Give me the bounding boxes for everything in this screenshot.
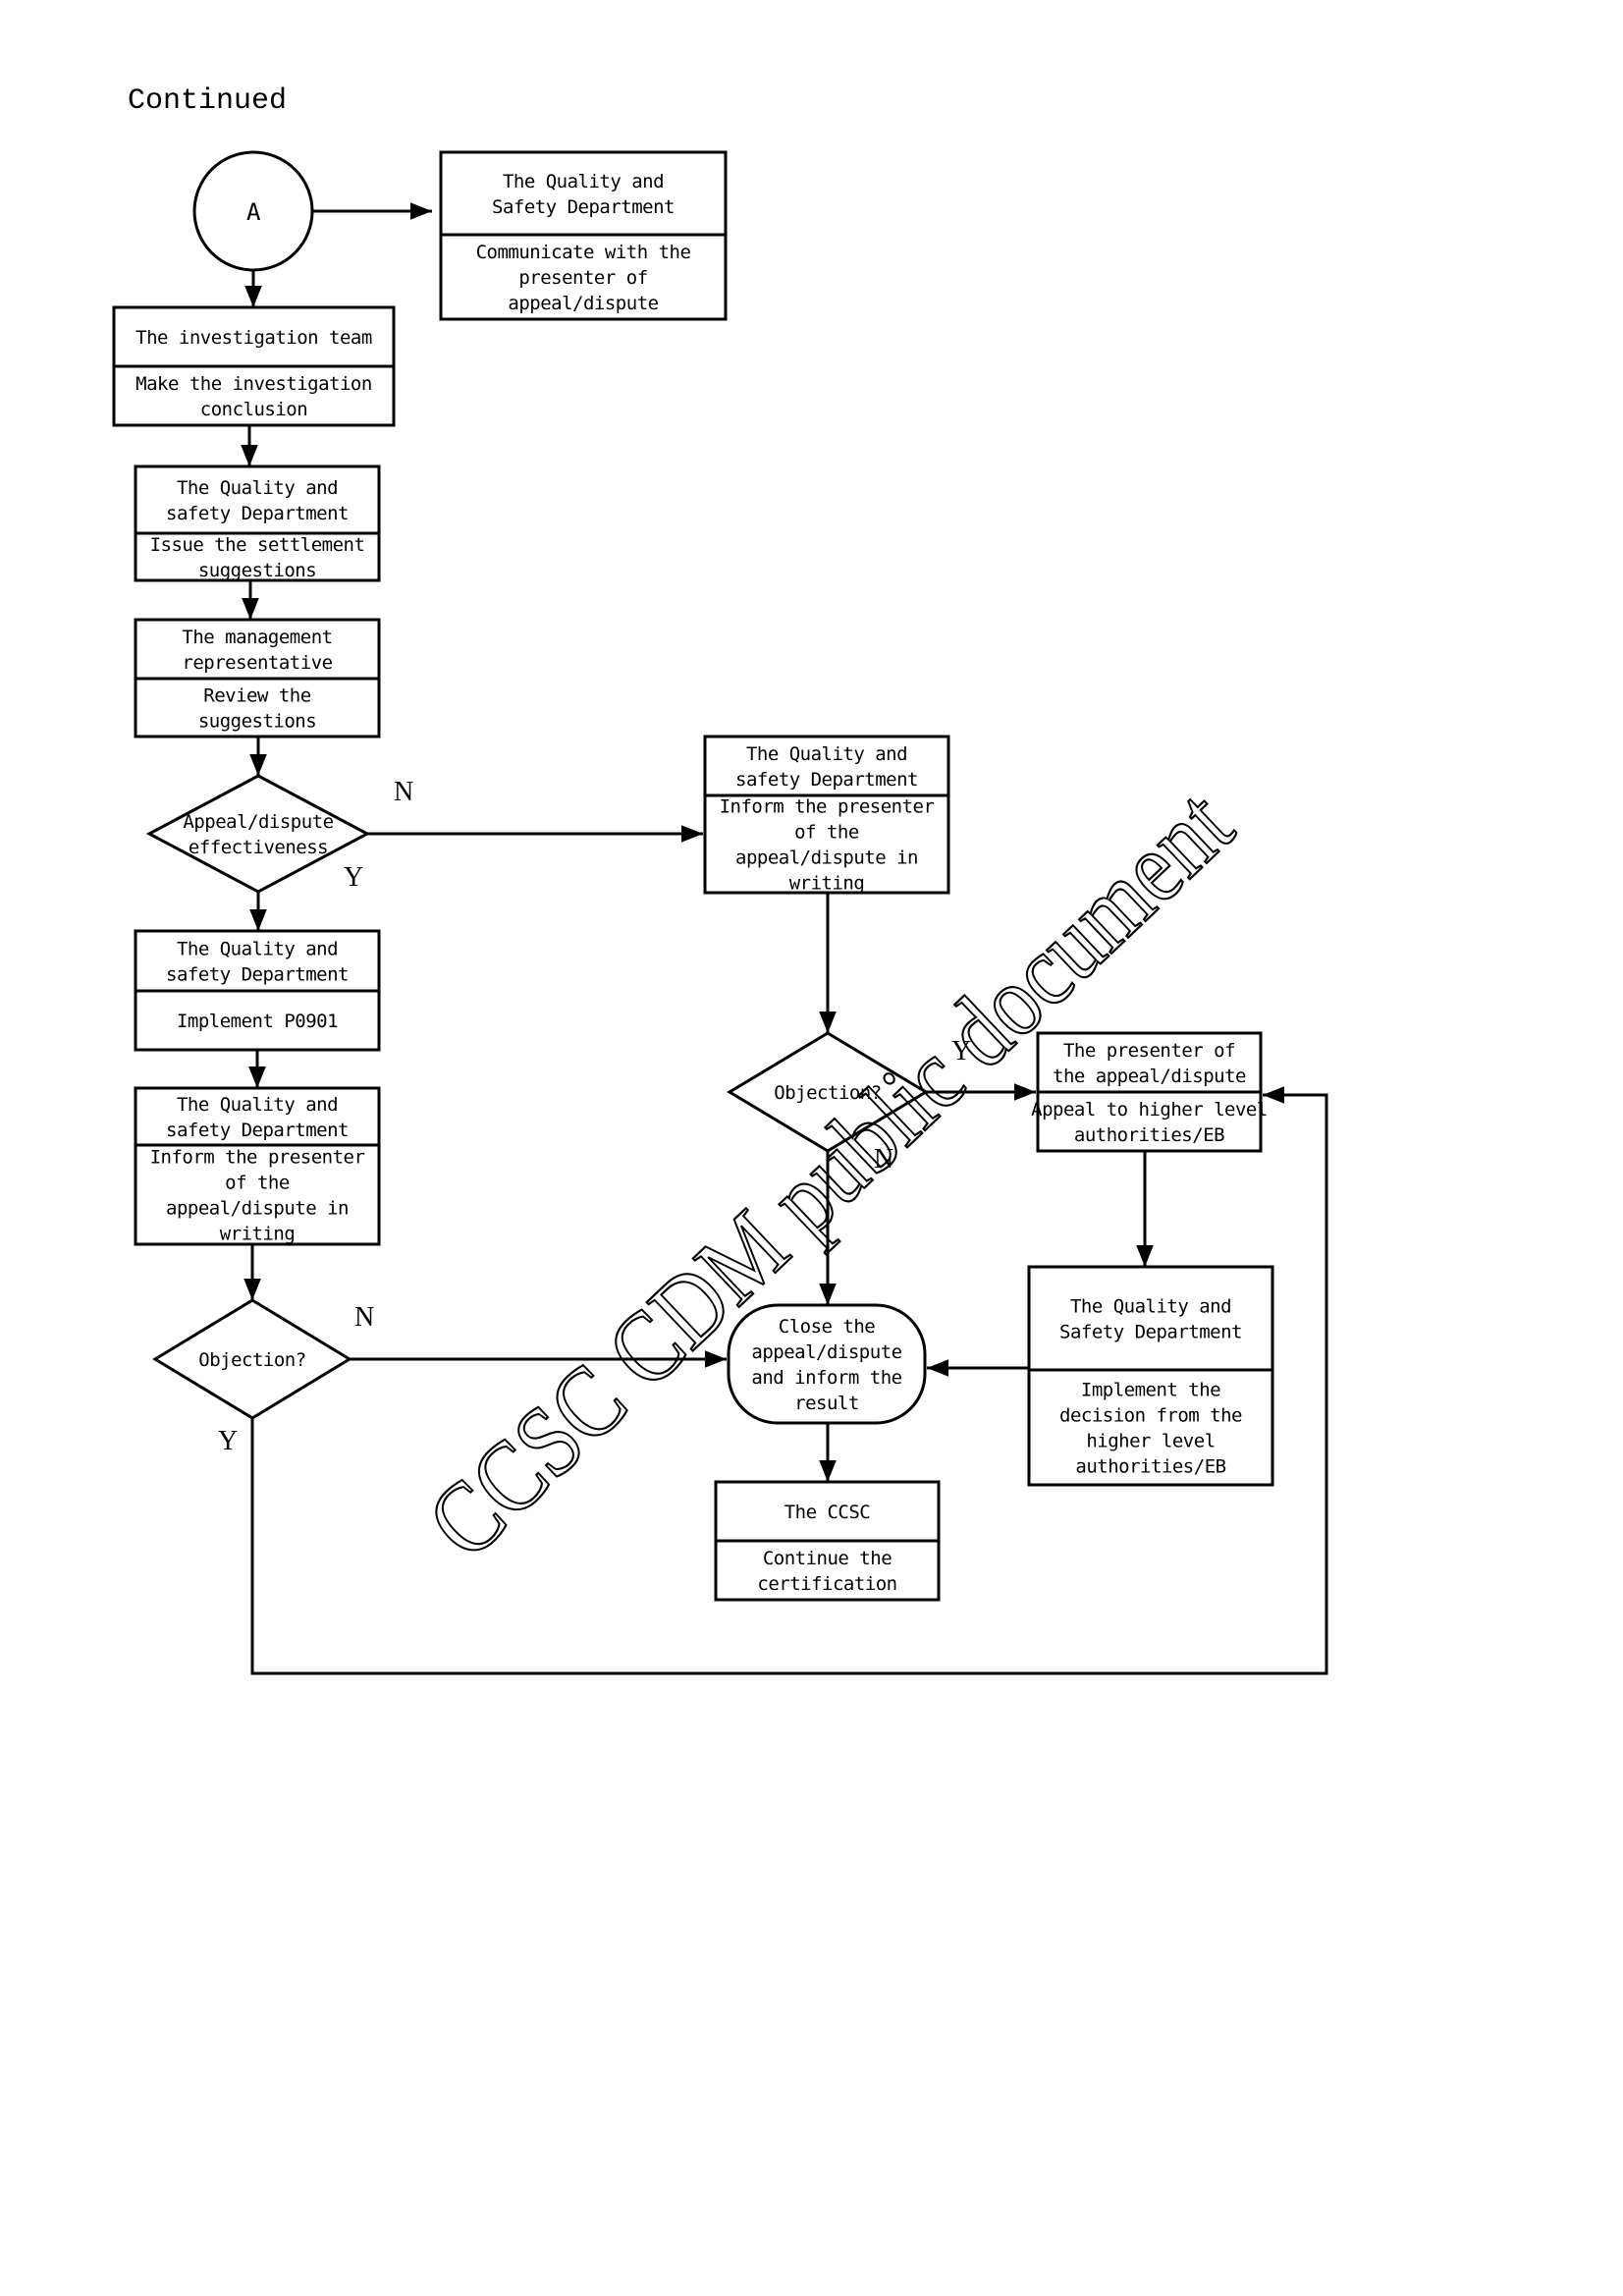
box-role-text: representative: [182, 652, 332, 674]
box-action-text: certification: [757, 1573, 896, 1595]
box-action-text: appeal/dispute in: [166, 1198, 349, 1220]
box-role-text: Safety Department: [492, 196, 675, 218]
decision-text: Objection?: [198, 1349, 305, 1371]
box-role-text: The CCSC: [784, 1502, 871, 1523]
box-action-text: Communicate with the: [476, 242, 691, 263]
box-action-text: Continue the: [763, 1548, 892, 1569]
box-role-text: safety Department: [166, 964, 349, 986]
box-role-text: safety Department: [735, 769, 918, 791]
terminal-close-text: Close the: [779, 1316, 876, 1338]
box-action-text: higher level: [1086, 1431, 1215, 1452]
box-role-text: Safety Department: [1059, 1322, 1242, 1343]
edge-objection-left-yes-loop: [250, 1086, 1328, 1675]
process-box-presenter-appeal: The presenter of the appeal/disputeAppeal…: [1031, 1031, 1268, 1153]
box-action-text: conclusion: [200, 399, 307, 420]
box-action-text: Appeal to higher level: [1031, 1099, 1268, 1121]
box-action-text: authorities/EB: [1075, 1456, 1225, 1478]
box-action-text: presenter of: [518, 267, 647, 289]
terminal-close: Close the appeal/dispute and inform the res…: [727, 1303, 927, 1425]
box-action-text: Implement P0901: [177, 1011, 338, 1032]
connector-a: A: [192, 150, 314, 272]
branch-label-yes: Y: [344, 862, 363, 893]
branch-label-yes: Y: [951, 1036, 971, 1066]
box-action-text: appeal/dispute: [508, 293, 658, 314]
box-role-text: The Quality and: [746, 743, 907, 765]
box-action-text: writing: [789, 873, 865, 895]
box-action-text: Inform the presenter: [150, 1147, 365, 1169]
box-role-text: The Quality and: [1070, 1296, 1231, 1318]
box-action-text: Make the investigation: [135, 373, 372, 395]
branch-label-no: N: [874, 1144, 893, 1175]
box-role-text: the appeal/dispute: [1053, 1066, 1246, 1087]
decision-text: Objection?: [774, 1082, 881, 1104]
box-action-text: Implement the: [1081, 1380, 1220, 1401]
box-role-text: The Quality and: [177, 477, 338, 499]
box-role-text: The investigation team: [135, 327, 372, 349]
box-action-text: writing: [220, 1224, 296, 1245]
branch-label-no: N: [354, 1302, 374, 1333]
terminal-close-text: and inform the: [751, 1367, 901, 1389]
decision-objection-right: Objection? N Y: [727, 1031, 971, 1175]
box-action-text: Review the: [203, 685, 310, 707]
box-role-text: The presenter of: [1063, 1040, 1235, 1062]
terminal-close-text: appeal/dispute: [751, 1341, 901, 1363]
box-role-text: The Quality and: [177, 1094, 338, 1116]
decision-objection-left: Objection? N Y: [152, 1298, 374, 1456]
box-action-text: of the: [794, 822, 859, 844]
box-role-text: The Quality and: [503, 171, 664, 192]
box-action-text: Inform the presenter: [720, 796, 935, 818]
box-role-text: The management: [182, 627, 332, 648]
box-action-text: suggestions: [198, 711, 316, 733]
process-box-qs-implement-p0901: The Quality and safety DepartmentImplemen…: [134, 929, 381, 1052]
box-action-text: appeal/dispute in: [735, 847, 918, 869]
terminal-close-text: result: [794, 1393, 859, 1414]
connectors: [241, 202, 1328, 1675]
connector-a-label: A: [246, 198, 261, 226]
box-action-text: Issue the settlement: [150, 534, 365, 556]
box-role-text: The Quality and: [177, 939, 338, 960]
box-role-text: safety Department: [166, 503, 349, 524]
box-role-text: safety Department: [166, 1120, 349, 1141]
box-action-text: authorities/EB: [1074, 1124, 1224, 1146]
page-heading: Continued: [128, 84, 288, 118]
box-action-text: decision from the: [1059, 1405, 1242, 1427]
branch-label-no: N: [394, 777, 413, 807]
decision-text: Appeal/dispute: [183, 811, 333, 833]
decision-effectiveness: Appeal/dispute effectiveness N Y: [145, 774, 413, 894]
process-box-ccsc: The CCSC Continue the certification: [714, 1480, 941, 1602]
box-action-text: of the: [225, 1173, 290, 1194]
decision-text: effectiveness: [189, 837, 328, 858]
branch-label-yes: Y: [218, 1426, 238, 1456]
box-action-text: suggestions: [198, 560, 316, 581]
